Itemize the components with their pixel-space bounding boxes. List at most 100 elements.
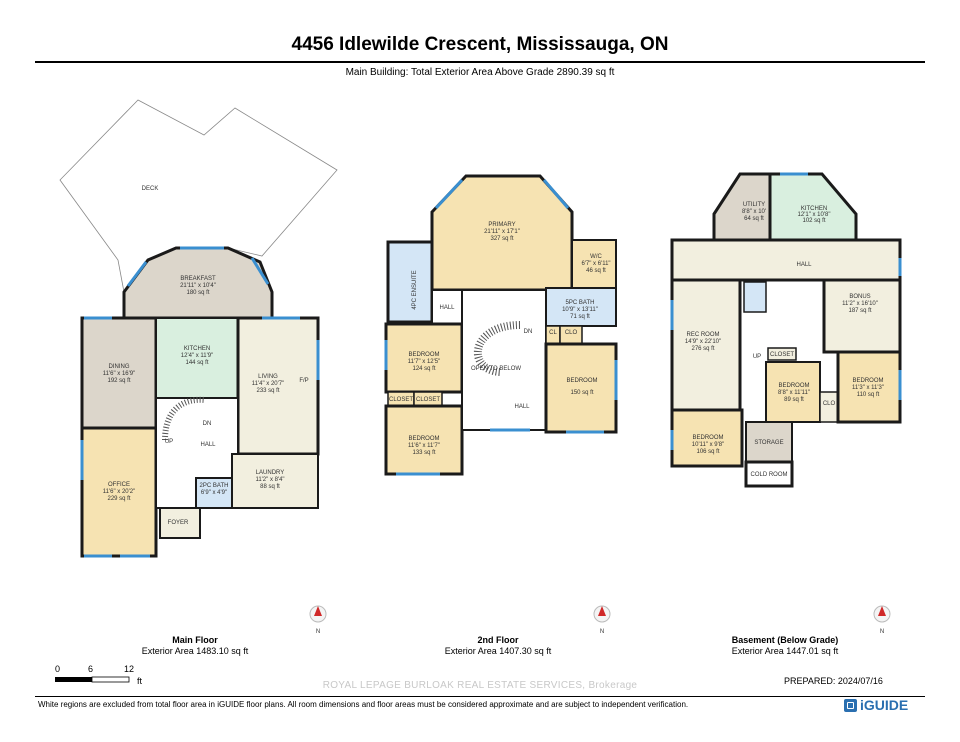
room-kitchen — [155, 317, 239, 399]
label-up-basement: UP — [753, 354, 761, 360]
label-cold-room: COLD ROOM — [750, 472, 787, 478]
room-basement-bath — [743, 281, 767, 313]
compass-basement: N — [873, 605, 891, 635]
label-primary-area: 327 sq ft — [490, 236, 513, 242]
label-bonus: BONUS — [849, 294, 870, 300]
main-stairs — [162, 396, 206, 441]
label-bedroom-3-area: 150 sq ft — [570, 390, 593, 396]
label-bedroom-2-area: 133 sq ft — [412, 450, 435, 456]
label-bonus-area: 187 sq ft — [848, 308, 871, 314]
label-kitchen-dims: 12'4" x 11'9" — [181, 353, 213, 359]
label-office-dims: 11'6" x 20'2" — [103, 489, 135, 495]
room-4pc-ensuite — [386, 240, 434, 324]
label-bedroom-3: BEDROOM — [566, 378, 597, 384]
label-laundry: LAUNDRY — [256, 470, 285, 476]
label-office-area: 229 sq ft — [107, 496, 130, 502]
room-hall-2nd-top — [431, 289, 463, 325]
iguide-logo-icon — [844, 698, 857, 712]
room-office — [80, 426, 158, 558]
label-bedroom-2: BEDROOM — [408, 436, 439, 442]
caption-basement-name: Basement (Below Grade) — [731, 635, 839, 645]
label-clo-basement: CLO — [823, 401, 836, 407]
scale-tick-12: 12 — [124, 664, 135, 674]
header-divider — [35, 61, 925, 63]
room-clo-basement — [819, 391, 839, 423]
label-bedroom-b3-area: 106 sq ft — [696, 449, 719, 455]
label-foyer: FOYER — [168, 520, 189, 526]
label-5pc-bath-dims: 10'9" x 13'11" — [562, 307, 598, 313]
label-bedroom-b1-area: 89 sq ft — [784, 397, 804, 403]
label-dining-area: 192 sq ft — [107, 378, 130, 384]
label-cl: CL — [549, 330, 557, 336]
label-dining-dims: 11'6" x 16'9" — [103, 371, 135, 377]
label-kitchen-b-area: 102 sq ft — [802, 218, 825, 224]
caption-main-floor-area: Exterior Area 1483.10 sq ft — [141, 646, 249, 656]
label-kitchen-b-dims: 12'1" x 10'8" — [798, 212, 831, 218]
label-living-area: 233 sq ft — [256, 388, 279, 394]
brokerage-watermark: ROYAL LEPAGE BURLOAK REAL ESTATE SERVICE… — [322, 680, 638, 691]
label-hall-basement: HALL — [796, 262, 812, 268]
label-dining: DINING — [109, 364, 130, 370]
label-bedroom-1-dims: 11'7" x 12'5" — [408, 359, 440, 365]
compass-main: N — [309, 605, 327, 635]
room-bedroom-3 — [544, 342, 618, 434]
label-bedroom-b2-area: 110 sq ft — [857, 392, 880, 398]
label-deck: DECK — [142, 186, 159, 192]
second-floor-plan — [384, 174, 618, 476]
label-5pc-bath: 5PC BATH — [566, 300, 595, 306]
label-bedroom-b2-dims: 11'3" x 11'3" — [852, 385, 884, 391]
label-laundry-dims: 11'2" x 8'4" — [255, 477, 284, 483]
label-hall-main: HALL — [200, 442, 216, 448]
compass-main-n: N — [316, 629, 320, 635]
room-storage — [745, 421, 793, 463]
second-windows — [384, 178, 618, 476]
label-open-to-below: OPEN TO BELOW — [471, 366, 521, 372]
label-bonus-dims: 11'2" x 16'10" — [842, 301, 878, 307]
caption-second-floor-area: Exterior Area 1407.30 sq ft — [444, 646, 552, 656]
label-2pc-bath: 2PC BATH — [200, 483, 229, 489]
label-bedroom-2-dims: 11'6" x 11'7" — [408, 443, 440, 449]
label-primary: PRIMARY — [488, 222, 515, 228]
label-fp: F/P — [299, 378, 308, 384]
caption-main-floor-name: Main Floor — [172, 635, 218, 645]
label-wc-dims: 6'7" x 6'11" — [581, 261, 610, 267]
label-kitchen-area: 144 sq ft — [185, 360, 208, 366]
label-2pc-bath-dims: 6'9" x 4'9" — [201, 490, 227, 496]
label-primary-dims: 21'11" x 17'1" — [484, 229, 520, 235]
label-closet-a: CLOSET — [389, 397, 413, 403]
main-windows — [80, 246, 320, 558]
scale-tick-6: 6 — [88, 664, 94, 674]
label-utility: UTILITY — [743, 202, 765, 208]
room-foyer — [159, 507, 201, 539]
room-cold-room — [744, 460, 794, 488]
caption-basement-area: Exterior Area 1447.01 sq ft — [731, 646, 839, 656]
caption-second-floor-name: 2nd Floor — [477, 635, 519, 645]
room-laundry — [231, 453, 319, 509]
room-open-to-below — [461, 289, 547, 431]
label-4pc-ensuite: 4PC ENSUITE — [412, 270, 418, 309]
room-closet-basement — [767, 347, 797, 361]
iguide-logo-text: iGUIDE — [860, 697, 909, 713]
label-closet-b: CLOSET — [416, 397, 440, 403]
basement-plan — [670, 172, 902, 488]
label-breakfast-area: 180 sq ft — [186, 290, 209, 296]
room-bedroom-1 — [384, 322, 464, 394]
room-bedroom-2 — [384, 404, 464, 476]
scale-bar — [55, 676, 130, 683]
label-living: LIVING — [258, 374, 278, 380]
label-bedroom-b2: BEDROOM — [852, 378, 883, 384]
label-laundry-area: 88 sq ft — [260, 484, 280, 490]
label-hall-2nd-b: HALL — [514, 404, 530, 410]
label-up-main: UP — [165, 439, 173, 445]
page-title: 4456 Idlewilde Crescent, Mississauga, ON — [291, 34, 669, 55]
compass-basement-n: N — [880, 629, 884, 635]
room-bedroom-b2 — [836, 350, 902, 424]
label-bedroom-1-area: 124 sq ft — [412, 366, 435, 372]
room-2pc-bath — [195, 477, 233, 509]
label-rec-room-dims: 14'9" x 22'10" — [685, 339, 721, 345]
label-bedroom-1: BEDROOM — [408, 352, 439, 358]
label-bedroom-b1: BEDROOM — [778, 383, 809, 389]
room-rec-room — [670, 278, 742, 412]
label-utility-dims: 8'8" x 10' — [742, 209, 766, 215]
